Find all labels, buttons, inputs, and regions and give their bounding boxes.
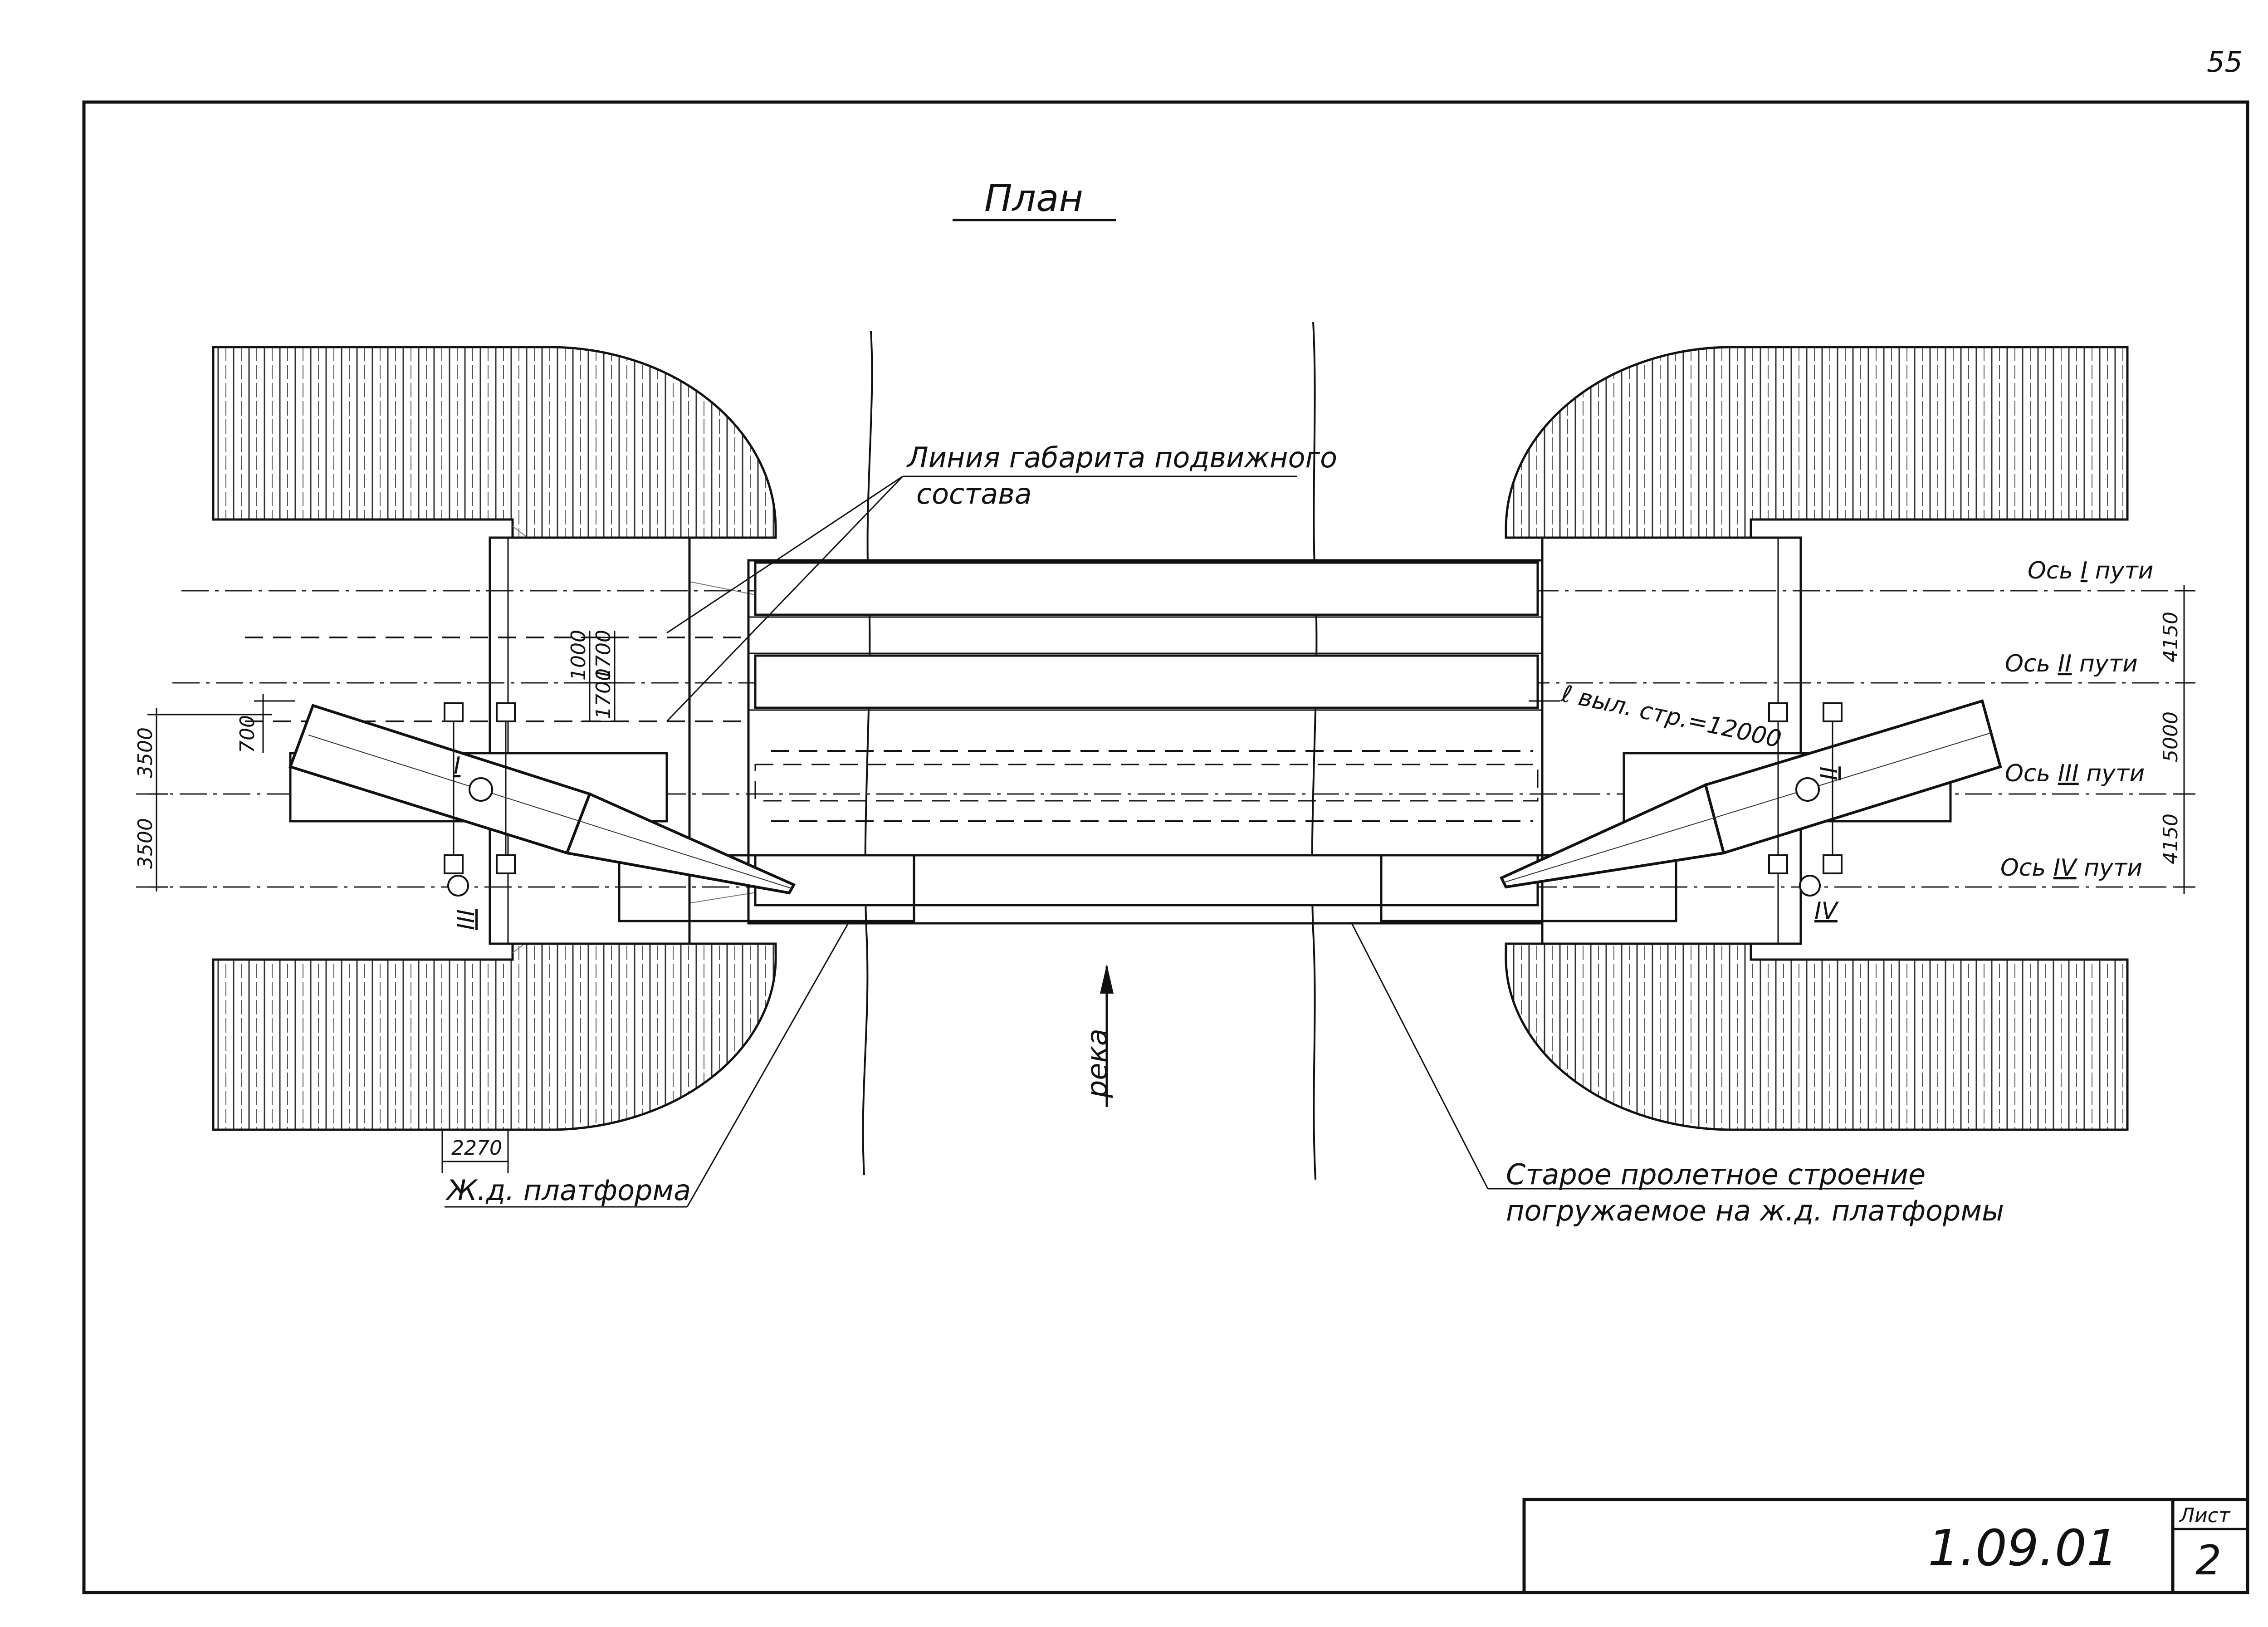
axis-label-4: Ось IV пути — [2000, 854, 2142, 882]
river-bank-left — [862, 331, 873, 1176]
plan-title: План — [984, 177, 1083, 220]
right-crane — [1499, 699, 2002, 897]
left-embankment — [211, 346, 777, 1131]
mark-left-2: III — [453, 909, 480, 930]
axis-label-1: Ось I пути — [2028, 557, 2153, 584]
svg-text:Ось IV пути: Ось IV пути — [2000, 854, 2142, 882]
page-number: 55 — [2207, 45, 2243, 78]
svg-text:Ось III пути: Ось III пути — [2005, 760, 2145, 787]
right-dimension-chain — [2175, 585, 2195, 894]
axis-label-2: Ось II пути — [2005, 650, 2138, 677]
dim-right-3: 4150 — [2159, 814, 2182, 864]
left-dimension-chain — [147, 694, 295, 892]
dim-mid-1700b: 1700 — [592, 668, 615, 719]
river-bank-right — [1311, 322, 1318, 1180]
sheet-label: Лист — [2179, 1504, 2231, 1527]
drawing-frame — [82, 100, 2249, 1594]
platforms — [618, 854, 1677, 922]
dim-mid-1700a: 1700 — [592, 630, 615, 681]
river-label: река — [1080, 1029, 1114, 1098]
dim-left-2: 3500 — [134, 818, 157, 869]
dim-right-1: 4150 — [2159, 612, 2182, 662]
mark-right-1: II — [1816, 766, 1843, 780]
leader-lines — [445, 475, 1914, 1208]
gauge-dashed-lines — [245, 637, 1533, 822]
svg-text:Ось II пути: Ось II пути — [2005, 650, 2138, 677]
mid-dimension-chain — [581, 631, 624, 722]
drawing-code: 1.09.01 — [1928, 1519, 2118, 1577]
title-block — [1522, 1498, 2249, 1594]
mark-left-1: I — [454, 752, 460, 779]
right-embankment — [1505, 346, 2129, 1131]
dim-mid-1000: 1000 — [567, 630, 590, 681]
old-span-label-2: погружаемое на ж.д. платформы — [1506, 1194, 2004, 1227]
right-abutment — [1541, 536, 1802, 945]
gauge-line-label-2: состава — [916, 477, 1032, 510]
left-crane — [288, 702, 796, 897]
dim-right-2: 5000 — [2159, 711, 2182, 762]
platform-label: Ж.д. платформа — [445, 1174, 691, 1207]
old-span-label-1: Старое пролетное строение — [1506, 1158, 1926, 1191]
dim-left-1: 3500 — [134, 727, 157, 778]
dim-bottom-2270: 2270 — [451, 1137, 502, 1160]
bottom-dimension — [441, 1130, 509, 1173]
sheet-number: 2 — [2195, 1537, 2221, 1584]
left-abutment — [489, 536, 691, 945]
dim-left-700: 700 — [236, 715, 259, 753]
gauge-line-label-1: Линия габарита подвижного — [906, 441, 1337, 474]
mark-right-2: IV — [1814, 897, 1839, 925]
river-flow-arrow — [1100, 964, 1114, 1107]
axis-label-3: Ось III пути — [2005, 760, 2145, 787]
svg-text:Ось I пути: Ось I пути — [2028, 557, 2153, 584]
